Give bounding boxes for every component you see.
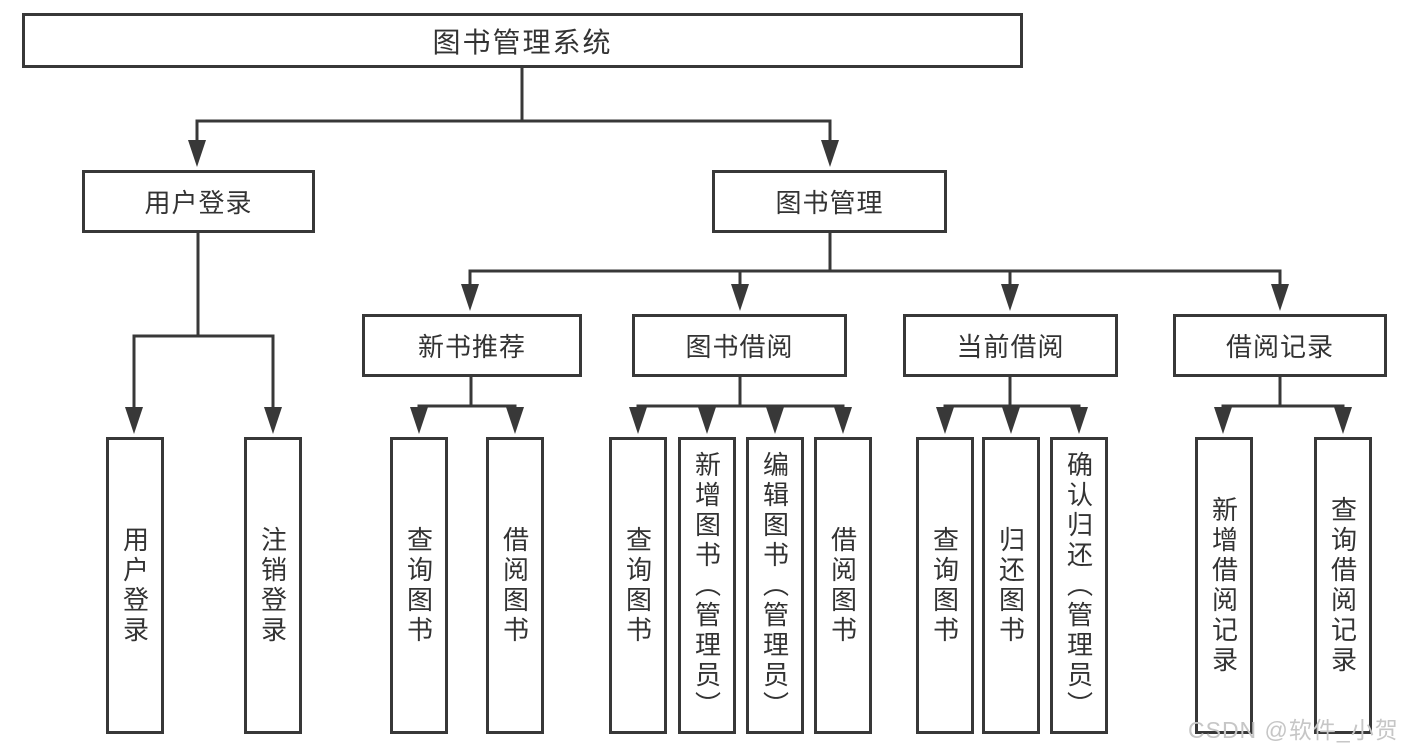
csdn-watermark: CSDN @软件_小贺同学 bbox=[1188, 717, 1399, 743]
arrowhead-icon bbox=[461, 284, 479, 311]
node-leaf-logout: 注销登录 bbox=[244, 437, 302, 734]
node-leaf-query-books-current: 查询图书 bbox=[916, 437, 974, 734]
node-leaf-query-books-borrow: 查询图书 bbox=[609, 437, 667, 734]
connector-records-to-leaves bbox=[1214, 375, 1352, 434]
arrowhead-icon bbox=[936, 407, 954, 434]
node-new-book-recommend: 新书推荐 bbox=[362, 314, 582, 377]
arrowhead-icon bbox=[1002, 407, 1020, 434]
arrowhead-icon bbox=[1214, 407, 1232, 434]
node-book-management: 图书管理 bbox=[712, 170, 947, 233]
node-leaf-edit-book-admin: 编辑图书（管理员） bbox=[746, 437, 804, 734]
arrowhead-icon bbox=[410, 407, 428, 434]
arrowhead-icon bbox=[1001, 284, 1019, 311]
node-leaf-confirm-return-admin: 确认归还（管理员） bbox=[1050, 437, 1108, 734]
arrowhead-icon bbox=[821, 140, 839, 167]
node-leaf-borrow-books-recommend: 借阅图书 bbox=[486, 437, 544, 734]
arrowhead-icon bbox=[506, 407, 524, 434]
arrowhead-icon bbox=[1271, 284, 1289, 311]
node-book-borrow: 图书借阅 bbox=[632, 314, 847, 377]
node-current-borrow: 当前借阅 bbox=[903, 314, 1118, 377]
node-leaf-borrow-books: 借阅图书 bbox=[814, 437, 872, 734]
arrowhead-icon bbox=[731, 284, 749, 311]
arrowhead-icon bbox=[1070, 407, 1088, 434]
node-leaf-query-books-recommend: 查询图书 bbox=[390, 437, 448, 734]
node-leaf-add-borrow-record: 新增借阅记录 bbox=[1195, 437, 1253, 734]
arrowhead-icon bbox=[766, 407, 784, 434]
connector-management-to-level3 bbox=[461, 231, 1289, 311]
node-borrow-records: 借阅记录 bbox=[1173, 314, 1387, 377]
node-user-login: 用户登录 bbox=[82, 170, 315, 233]
connector-recommend-to-leaves bbox=[410, 375, 524, 434]
node-leaf-query-borrow-record: 查询借阅记录 bbox=[1314, 437, 1372, 734]
arrowhead-icon bbox=[125, 407, 143, 434]
node-root-system: 图书管理系统 bbox=[22, 13, 1023, 68]
arrowhead-icon bbox=[834, 407, 852, 434]
connector-root-to-level2 bbox=[188, 66, 839, 167]
arrowhead-icon bbox=[188, 140, 206, 167]
arrowhead-icon bbox=[264, 407, 282, 434]
connector-current-to-leaves bbox=[936, 375, 1088, 434]
node-leaf-user-login: 用户登录 bbox=[106, 437, 164, 734]
connector-borrow-to-leaves bbox=[629, 375, 852, 434]
arrowhead-icon bbox=[629, 407, 647, 434]
node-leaf-add-book-admin: 新增图书（管理员） bbox=[678, 437, 736, 734]
arrowhead-icon bbox=[698, 407, 716, 434]
node-leaf-return-book: 归还图书 bbox=[982, 437, 1040, 734]
connector-login-to-leaves bbox=[125, 231, 282, 434]
arrowhead-icon bbox=[1334, 407, 1352, 434]
